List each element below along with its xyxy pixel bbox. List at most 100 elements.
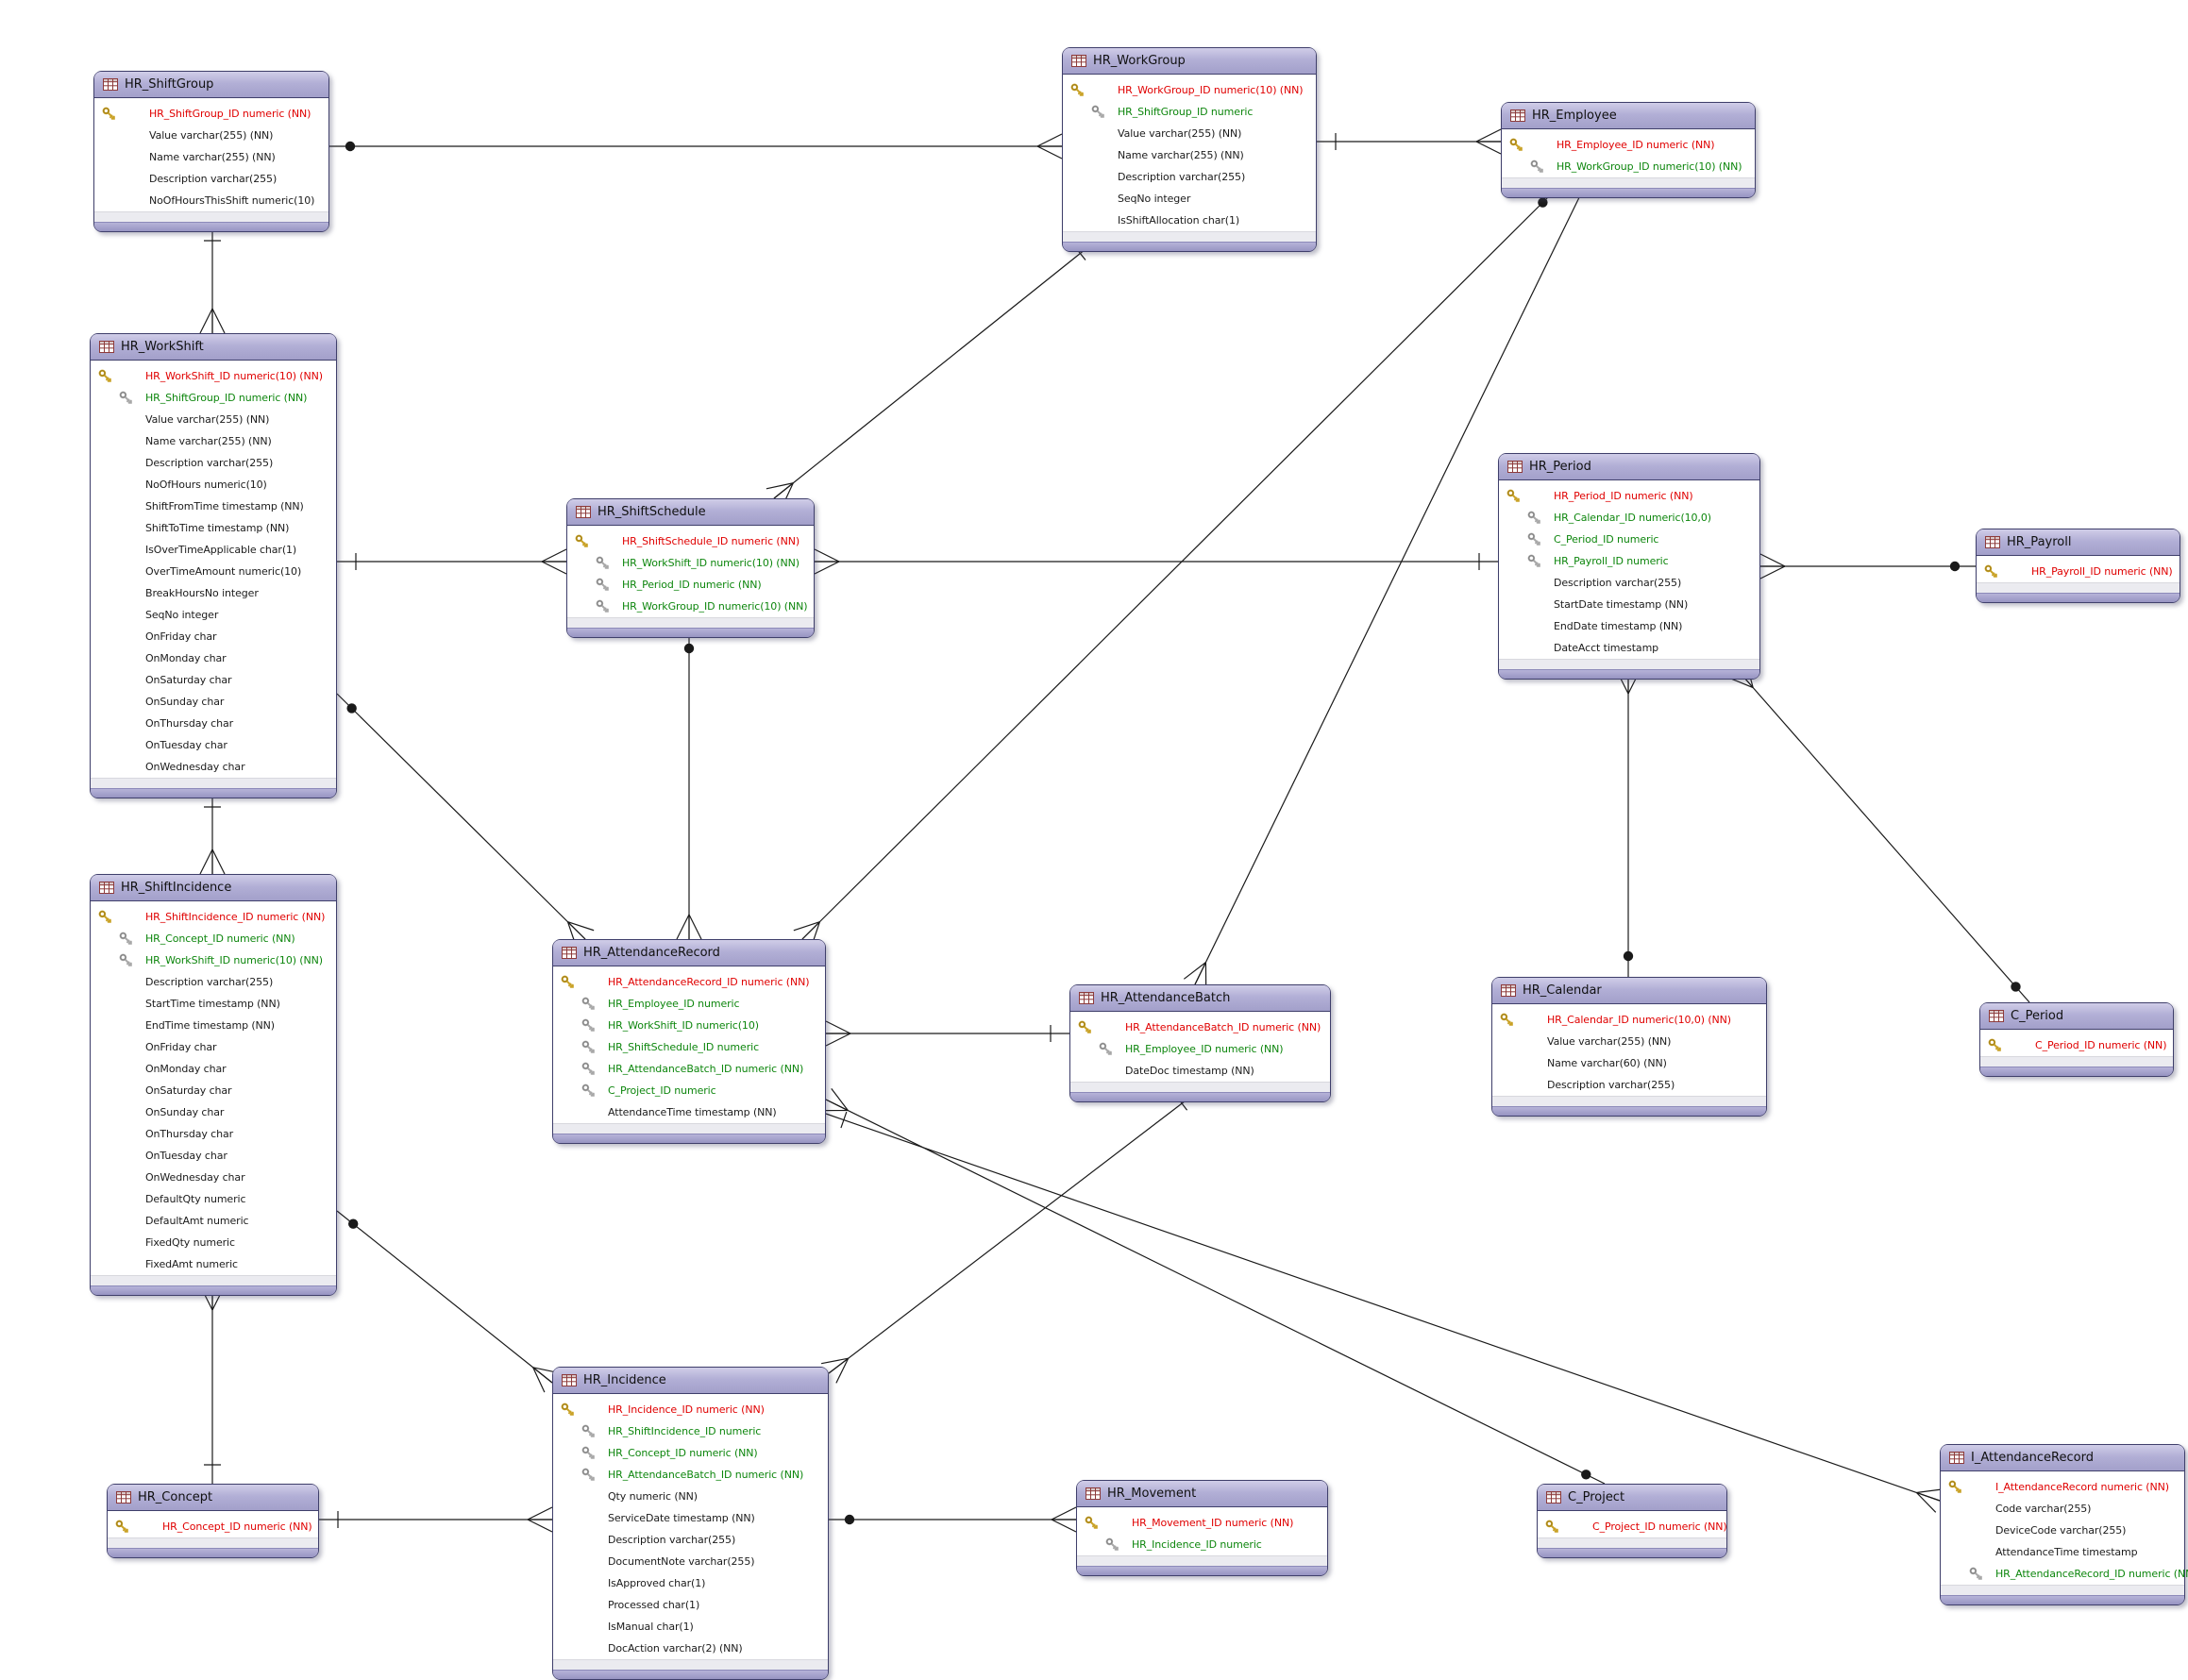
field-row[interactable]: HR_Payroll_ID numeric (NN)	[1977, 561, 2180, 582]
field-row[interactable]: Name varchar(255) (NN)	[1063, 144, 1316, 166]
field-row[interactable]: Code varchar(255)	[1941, 1498, 2184, 1520]
field-row[interactable]: DeviceCode varchar(255)	[1941, 1520, 2184, 1541]
field-row[interactable]: HR_AttendanceBatch_ID numeric (NN)	[553, 1058, 825, 1080]
field-row[interactable]: C_Project_ID numeric (NN)	[1538, 1516, 1726, 1537]
field-row[interactable]: IsApproved char(1)	[553, 1572, 828, 1594]
field-row[interactable]: HR_ShiftGroup_ID numeric	[1063, 101, 1316, 123]
field-row[interactable]: Description varchar(255)	[1499, 572, 1759, 594]
field-row[interactable]: C_Period_ID numeric	[1499, 529, 1759, 550]
field-row[interactable]: HR_WorkShift_ID numeric(10) (NN)	[567, 552, 814, 574]
field-row[interactable]: Name varchar(255) (NN)	[91, 430, 336, 452]
table-header[interactable]: HR_Incidence	[553, 1368, 828, 1394]
field-row[interactable]: HR_ShiftGroup_ID numeric (NN)	[91, 387, 336, 409]
field-row[interactable]: ShiftFromTime timestamp (NN)	[91, 496, 336, 517]
field-row[interactable]: SeqNo integer	[91, 604, 336, 626]
table-header[interactable]: HR_Payroll	[1977, 529, 2180, 556]
field-row[interactable]: Name varchar(60) (NN)	[1492, 1052, 1766, 1074]
field-row[interactable]: HR_AttendanceBatch_ID numeric (NN)	[553, 1464, 828, 1486]
table-header[interactable]: C_Project	[1538, 1485, 1726, 1511]
table-header[interactable]: HR_ShiftGroup	[94, 72, 328, 98]
field-row[interactable]: DateDoc timestamp (NN)	[1070, 1060, 1330, 1082]
table-header[interactable]: HR_WorkShift	[91, 334, 336, 361]
field-row[interactable]: OnWednesday char	[91, 756, 336, 778]
table-header[interactable]: HR_Movement	[1077, 1481, 1327, 1507]
field-row[interactable]: HR_AttendanceBatch_ID numeric (NN)	[1070, 1016, 1330, 1038]
field-row[interactable]: HR_WorkGroup_ID numeric(10) (NN)	[567, 596, 814, 617]
field-row[interactable]: HR_Incidence_ID numeric (NN)	[553, 1399, 828, 1420]
field-row[interactable]: NoOfHours numeric(10)	[91, 474, 336, 496]
field-row[interactable]: I_AttendanceRecord numeric (NN)	[1941, 1476, 2184, 1498]
field-row[interactable]: Description varchar(255)	[91, 971, 336, 993]
field-row[interactable]: ServiceDate timestamp (NN)	[553, 1507, 828, 1529]
field-row[interactable]: Name varchar(255) (NN)	[94, 146, 328, 168]
table-header[interactable]: HR_Concept	[108, 1485, 318, 1511]
field-row[interactable]: OnMonday char	[91, 1058, 336, 1080]
field-row[interactable]: Qty numeric (NN)	[553, 1486, 828, 1507]
field-row[interactable]: IsShiftAllocation char(1)	[1063, 210, 1316, 231]
field-row[interactable]: HR_ShiftGroup_ID numeric (NN)	[94, 103, 328, 125]
field-row[interactable]: FixedAmt numeric	[91, 1253, 336, 1275]
field-row[interactable]: Description varchar(255)	[94, 168, 328, 190]
table-header[interactable]: HR_Employee	[1502, 103, 1755, 129]
field-row[interactable]: HR_Incidence_ID numeric	[1077, 1534, 1327, 1555]
table-header[interactable]: HR_WorkGroup	[1063, 48, 1316, 75]
field-row[interactable]: SeqNo integer	[1063, 188, 1316, 210]
field-row[interactable]: EndDate timestamp (NN)	[1499, 615, 1759, 637]
field-row[interactable]: Value varchar(255) (NN)	[91, 409, 336, 430]
field-row[interactable]: DefaultQty numeric	[91, 1188, 336, 1210]
field-row[interactable]: HR_Movement_ID numeric (NN)	[1077, 1512, 1327, 1534]
field-row[interactable]: Value varchar(255) (NN)	[1063, 123, 1316, 144]
field-row[interactable]: HR_Concept_ID numeric (NN)	[553, 1442, 828, 1464]
field-row[interactable]: Description varchar(255)	[553, 1529, 828, 1551]
field-row[interactable]: HR_Payroll_ID numeric	[1499, 550, 1759, 572]
field-row[interactable]: HR_Calendar_ID numeric(10,0) (NN)	[1492, 1009, 1766, 1031]
field-row[interactable]: OnSunday char	[91, 691, 336, 713]
field-row[interactable]: HR_ShiftIncidence_ID numeric	[553, 1420, 828, 1442]
field-row[interactable]: HR_Calendar_ID numeric(10,0)	[1499, 507, 1759, 529]
table-header[interactable]: HR_ShiftIncidence	[91, 875, 336, 901]
field-row[interactable]: OnFriday char	[91, 626, 336, 647]
field-row[interactable]: IsManual char(1)	[553, 1616, 828, 1638]
field-row[interactable]: HR_Employee_ID numeric	[553, 993, 825, 1015]
field-row[interactable]: HR_AttendanceRecord_ID numeric (NN)	[553, 971, 825, 993]
field-row[interactable]: BreakHoursNo integer	[91, 582, 336, 604]
field-row[interactable]: HR_Employee_ID numeric (NN)	[1070, 1038, 1330, 1060]
field-row[interactable]: OnThursday char	[91, 1123, 336, 1145]
table-header[interactable]: HR_Period	[1499, 454, 1759, 480]
field-row[interactable]: OnMonday char	[91, 647, 336, 669]
table-header[interactable]: HR_AttendanceBatch	[1070, 985, 1330, 1012]
field-row[interactable]: DateAcct timestamp	[1499, 637, 1759, 659]
field-row[interactable]: DefaultAmt numeric	[91, 1210, 336, 1232]
field-row[interactable]: DocAction varchar(2) (NN)	[553, 1638, 828, 1659]
field-row[interactable]: HR_WorkShift_ID numeric(10) (NN)	[91, 949, 336, 971]
field-row[interactable]: NoOfHoursThisShift numeric(10)	[94, 190, 328, 211]
table-header[interactable]: I_AttendanceRecord	[1941, 1445, 2184, 1471]
field-row[interactable]: Description varchar(255)	[1492, 1074, 1766, 1096]
field-row[interactable]: Value varchar(255) (NN)	[1492, 1031, 1766, 1052]
field-row[interactable]: HR_Period_ID numeric (NN)	[1499, 485, 1759, 507]
field-row[interactable]: HR_WorkShift_ID numeric(10) (NN)	[91, 365, 336, 387]
field-row[interactable]: OnSaturday char	[91, 669, 336, 691]
field-row[interactable]: Value varchar(255) (NN)	[94, 125, 328, 146]
field-row[interactable]: OnThursday char	[91, 713, 336, 734]
table-header[interactable]: HR_ShiftSchedule	[567, 499, 814, 526]
field-row[interactable]: IsOverTimeApplicable char(1)	[91, 539, 336, 561]
field-row[interactable]: ShiftToTime timestamp (NN)	[91, 517, 336, 539]
field-row[interactable]: HR_WorkGroup_ID numeric(10) (NN)	[1063, 79, 1316, 101]
table-header[interactable]: HR_Calendar	[1492, 978, 1766, 1004]
field-row[interactable]: StartTime timestamp (NN)	[91, 993, 336, 1015]
field-row[interactable]: HR_WorkShift_ID numeric(10)	[553, 1015, 825, 1036]
